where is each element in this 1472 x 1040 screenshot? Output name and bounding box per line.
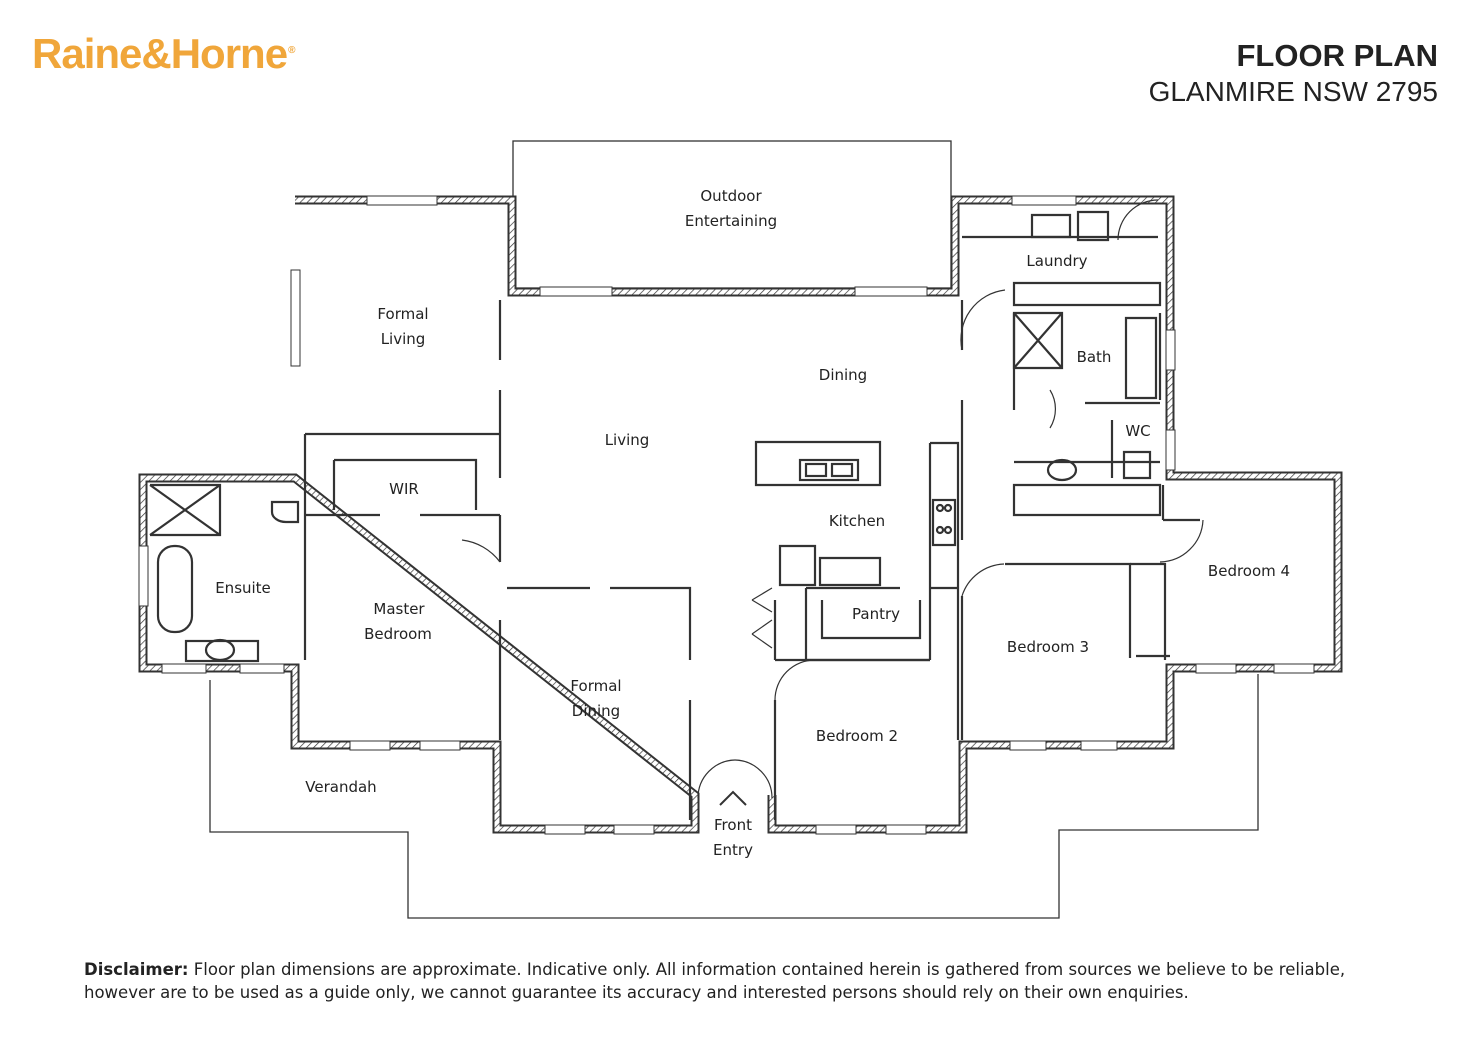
verandah-outline bbox=[209, 674, 1259, 919]
label-bedroom-3: Bedroom 3 bbox=[1007, 638, 1089, 656]
label-master-bedroom-2: Bedroom bbox=[364, 625, 432, 643]
door-swings bbox=[461, 199, 1204, 799]
label-laundry: Laundry bbox=[1026, 252, 1087, 270]
label-front-entry-1: Front bbox=[714, 816, 752, 834]
label-formal-dining-1: Formal bbox=[570, 677, 621, 695]
label-wc: WC bbox=[1125, 422, 1150, 440]
brand-name: Raine&Horne bbox=[32, 30, 288, 77]
label-front-entry-2: Entry bbox=[713, 841, 753, 859]
registered-mark: ® bbox=[288, 45, 295, 56]
label-verandah: Verandah bbox=[305, 778, 376, 796]
label-outdoor-1: Outdoor bbox=[700, 187, 762, 205]
label-ensuite: Ensuite bbox=[215, 579, 271, 597]
external-walls bbox=[138, 195, 1343, 834]
label-pantry: Pantry bbox=[852, 605, 900, 623]
label-formal-living-1: Formal bbox=[377, 305, 428, 323]
label-living: Living bbox=[605, 431, 650, 449]
disclaimer: Disclaimer: Floor plan dimensions are ap… bbox=[84, 958, 1414, 1004]
brand-logo: Raine&Horne® bbox=[32, 30, 296, 78]
disclaimer-label: Disclaimer: bbox=[84, 960, 189, 979]
room-labels: Outdoor Entertaining Formal Living Laund… bbox=[215, 187, 1290, 859]
label-formal-living-2: Living bbox=[381, 330, 426, 348]
label-kitchen: Kitchen bbox=[829, 512, 885, 530]
label-bedroom-2: Bedroom 2 bbox=[816, 727, 898, 745]
label-formal-dining-2: Dining bbox=[572, 702, 620, 720]
property-location: GLANMIRE NSW 2795 bbox=[1148, 76, 1438, 107]
label-master-bedroom-1: Master bbox=[373, 600, 425, 618]
internal-walls bbox=[149, 210, 1200, 820]
label-outdoor-2: Entertaining bbox=[685, 212, 777, 230]
windows bbox=[138, 195, 1315, 835]
floor-plan-heading: FLOOR PLAN bbox=[1236, 38, 1439, 73]
label-wir: WIR bbox=[389, 480, 419, 498]
disclaimer-text: Floor plan dimensions are approximate. I… bbox=[84, 960, 1346, 1002]
page-title: FLOOR PLAN GLANMIRE NSW 2795 bbox=[1149, 38, 1438, 110]
label-bath: Bath bbox=[1077, 348, 1112, 366]
label-dining: Dining bbox=[819, 366, 867, 384]
label-bedroom-4: Bedroom 4 bbox=[1208, 562, 1290, 580]
